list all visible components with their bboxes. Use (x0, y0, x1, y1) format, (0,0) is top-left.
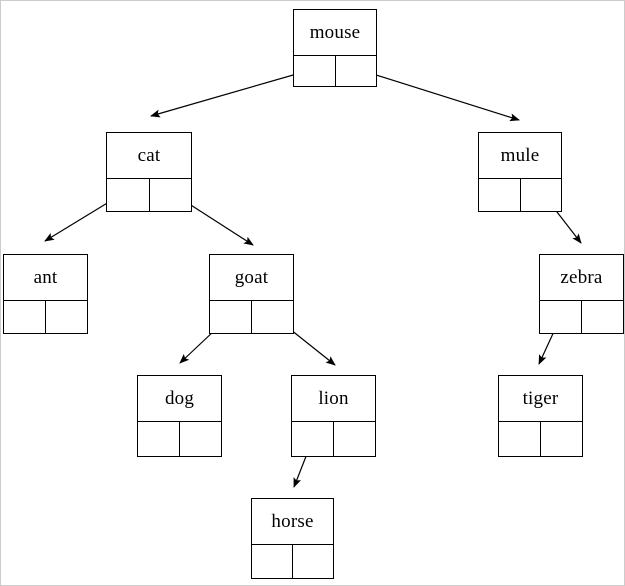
node-label: ant (4, 255, 87, 301)
right-pointer-cell[interactable] (180, 422, 221, 456)
node-label: mouse (294, 10, 376, 56)
tree-node-goat[interactable]: goat (209, 254, 294, 334)
left-pointer-cell[interactable] (292, 422, 334, 456)
node-pointer-row (138, 422, 221, 456)
right-pointer-cell[interactable] (521, 179, 562, 211)
left-pointer-cell[interactable] (540, 301, 582, 333)
tree-node-zebra[interactable]: zebra (539, 254, 624, 334)
tree-node-horse[interactable]: horse (251, 498, 334, 579)
edge-mouse-to-mule (353, 67, 520, 122)
left-pointer-cell[interactable] (4, 301, 46, 333)
node-label: cat (107, 133, 191, 179)
right-pointer-cell[interactable] (582, 301, 623, 333)
right-pointer-cell[interactable] (336, 56, 377, 86)
right-pointer-cell[interactable] (252, 301, 293, 333)
node-pointer-row (499, 422, 582, 456)
left-pointer-cell[interactable] (107, 179, 150, 211)
node-pointer-row (252, 545, 333, 578)
left-pointer-cell[interactable] (138, 422, 180, 456)
node-label: dog (138, 376, 221, 422)
tree-node-mule[interactable]: mule (478, 132, 562, 212)
left-pointer-cell[interactable] (499, 422, 541, 456)
right-pointer-cell[interactable] (46, 301, 87, 333)
tree-node-tiger[interactable]: tiger (498, 375, 583, 457)
left-pointer-cell[interactable] (294, 56, 336, 86)
node-pointer-row (479, 179, 561, 211)
node-pointer-row (292, 422, 375, 456)
node-label: horse (252, 499, 333, 545)
node-pointer-row (540, 301, 623, 333)
left-pointer-cell[interactable] (479, 179, 521, 211)
right-pointer-cell[interactable] (541, 422, 582, 456)
node-pointer-row (210, 301, 293, 333)
node-label: mule (479, 133, 561, 179)
tree-node-mouse[interactable]: mouse (293, 9, 377, 87)
node-pointer-row (4, 301, 87, 333)
tree-node-lion[interactable]: lion (291, 375, 376, 457)
node-label: tiger (499, 376, 582, 422)
node-label: goat (210, 255, 293, 301)
left-pointer-cell[interactable] (252, 545, 293, 578)
left-pointer-cell[interactable] (210, 301, 252, 333)
node-pointer-row (107, 179, 191, 211)
right-pointer-cell[interactable] (150, 179, 192, 211)
right-pointer-cell[interactable] (334, 422, 375, 456)
right-pointer-cell[interactable] (293, 545, 333, 578)
node-pointer-row (294, 56, 376, 86)
tree-node-dog[interactable]: dog (137, 375, 222, 457)
tree-node-cat[interactable]: cat (106, 132, 192, 212)
tree-node-ant[interactable]: ant (3, 254, 88, 334)
node-label: zebra (540, 255, 623, 301)
edge-mouse-to-cat (150, 68, 315, 118)
node-label: lion (292, 376, 375, 422)
